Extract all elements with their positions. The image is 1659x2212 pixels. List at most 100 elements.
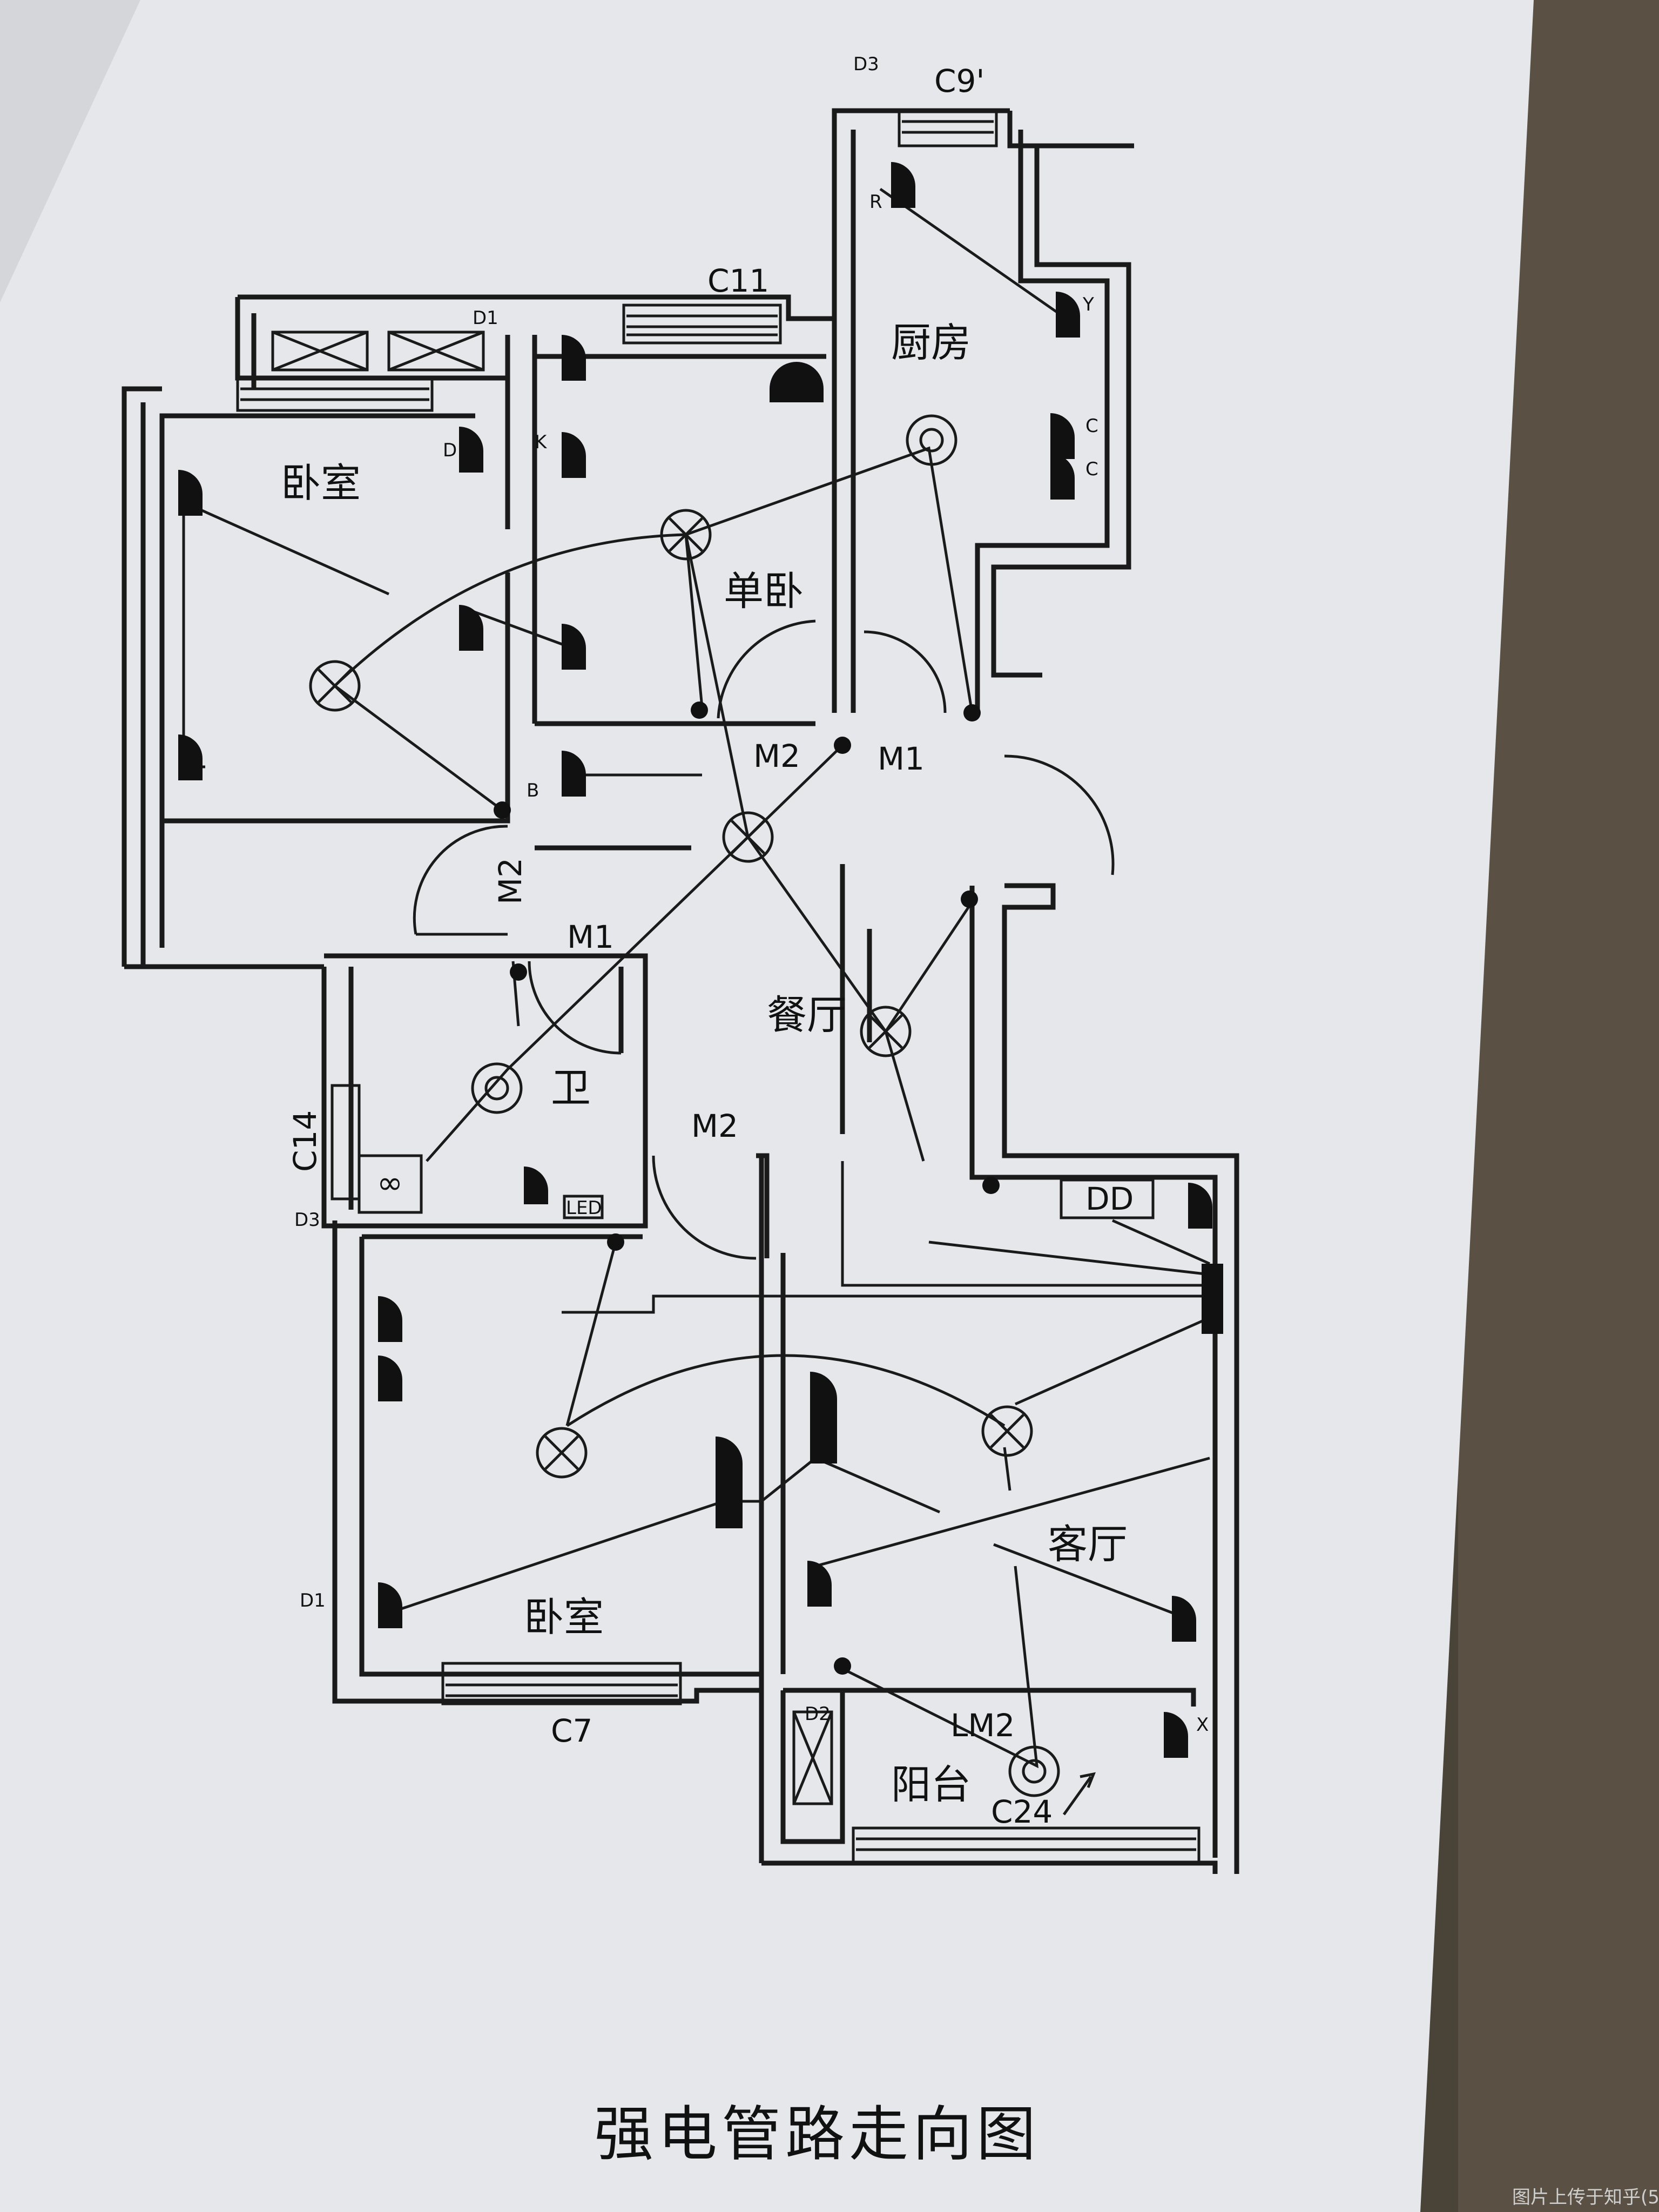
socket-10 <box>378 1582 402 1628</box>
socket-b <box>562 751 586 797</box>
paper-sheet <box>0 0 1534 2212</box>
label-b: B <box>527 780 539 801</box>
socket-x <box>1164 1712 1188 1758</box>
socket-9 <box>378 1355 402 1401</box>
wire-bed-socket <box>469 609 573 650</box>
wire-panel-2 <box>841 1161 1210 1287</box>
paper-fold <box>0 0 140 302</box>
socket-2 <box>178 734 203 780</box>
page-title: 强电管路走向图 <box>594 2100 1040 2169</box>
door-m2-upper <box>717 619 816 719</box>
wall-bedroom-bottom-outer <box>332 1220 761 1704</box>
ac-unit-balcony <box>792 1710 833 1805</box>
label-m2-left: M2 <box>492 858 529 905</box>
windows <box>236 109 1201 1865</box>
window-c9p <box>898 109 998 147</box>
socket-11 <box>810 1372 837 1464</box>
window-c7 <box>441 1662 682 1705</box>
label-r: R <box>869 191 882 213</box>
label-d3-top: D3 <box>853 53 879 75</box>
label-lm2: LM2 <box>950 1707 1015 1744</box>
wall-bedroom-top-inner <box>159 413 475 948</box>
window-bedroom-top <box>236 376 434 412</box>
wall-left-outer <box>122 386 162 967</box>
label-m1-bath: M1 <box>567 919 614 955</box>
led-box <box>563 1195 604 1219</box>
socket-5 <box>562 335 586 381</box>
wall-top-run <box>238 108 1010 321</box>
switch-bed-top <box>494 801 511 819</box>
door-m2-left <box>413 825 508 935</box>
socket-3 <box>459 605 483 651</box>
room-balcony: 阳台 <box>891 1762 971 1808</box>
switch-kitchen <box>963 704 981 721</box>
label-c11: C11 <box>707 262 769 299</box>
room-living: 客厅 <box>1048 1521 1128 1568</box>
window-c11 <box>622 304 782 345</box>
room-bedroom-bottom: 卧室 <box>524 1594 604 1641</box>
socket-hood <box>770 362 824 402</box>
wall-bathroom <box>321 953 648 1229</box>
switch-bed-bottom <box>607 1233 624 1251</box>
light-bath <box>471 1062 523 1114</box>
socket-bath <box>524 1166 548 1204</box>
label-k: K <box>535 431 548 453</box>
label-c24: C24 <box>991 1793 1053 1830</box>
light-single <box>660 509 712 561</box>
label-d1-top: D1 <box>473 307 498 329</box>
wire-arc-bottom <box>566 1354 1006 1427</box>
wire-top-kitchen <box>685 446 974 713</box>
wire-bed-switch <box>334 684 503 812</box>
label-d3-left: D3 <box>294 1209 320 1231</box>
wire-arc-top <box>334 533 686 687</box>
sockets <box>178 162 1223 1758</box>
light-bedroom-bottom <box>536 1427 588 1479</box>
switch-single <box>691 702 708 719</box>
room-bedroom-top: 卧室 <box>281 460 361 507</box>
door-m1-bath <box>528 961 622 1055</box>
label-y: Y <box>1082 294 1094 315</box>
label-c2: C <box>1085 458 1098 480</box>
wiring <box>182 187 1211 1816</box>
ac-unit-1 <box>271 331 369 372</box>
wire-living <box>815 1456 1210 1568</box>
wire-kitchen-r <box>879 187 1060 315</box>
socket-1 <box>178 470 203 516</box>
light-living <box>981 1405 1033 1457</box>
socket-12 <box>807 1561 832 1607</box>
switch-corridor <box>834 737 851 754</box>
wire-panel-3 <box>928 1240 1210 1276</box>
light-corridor <box>722 811 774 863</box>
light-kitchen <box>906 414 957 466</box>
wire-balcony <box>841 1566 1038 1769</box>
ac-unit-2 <box>387 331 485 372</box>
socket-tv <box>716 1437 743 1528</box>
label-led: LED <box>566 1197 602 1219</box>
dd-box <box>1060 1178 1155 1219</box>
watermark: 图片上传于知乎(5).com 请勿用于商业用途 <box>1512 2187 1659 2208</box>
switch-bath <box>510 963 527 981</box>
door-m2-mid <box>652 1155 757 1260</box>
switch-balcony <box>834 1657 851 1675</box>
socket-r <box>891 162 915 208</box>
label-d2: D2 <box>805 1703 831 1725</box>
exhaust-fan <box>358 1154 423 1214</box>
ac-units: ∞ <box>271 331 833 1805</box>
label-c9p: C9' <box>934 63 984 99</box>
room-kitchen: 厨房 <box>891 320 971 366</box>
label-c14: C14 <box>287 1110 323 1172</box>
wire-living-right <box>993 1543 1178 1616</box>
light-balcony <box>1008 1745 1060 1797</box>
switches <box>494 702 1000 1675</box>
socket-13 <box>1172 1596 1196 1642</box>
room-dining: 餐厅 <box>767 992 847 1038</box>
wall-balcony-closet <box>780 1690 845 1844</box>
doors <box>413 619 1115 1260</box>
socket-8 <box>378 1296 402 1342</box>
socket-6 <box>562 432 586 478</box>
label-d-left: D <box>443 440 457 461</box>
label-m1-upper: M1 <box>878 740 925 777</box>
light-dining <box>860 1006 912 1057</box>
door-m1-upper <box>864 630 947 713</box>
